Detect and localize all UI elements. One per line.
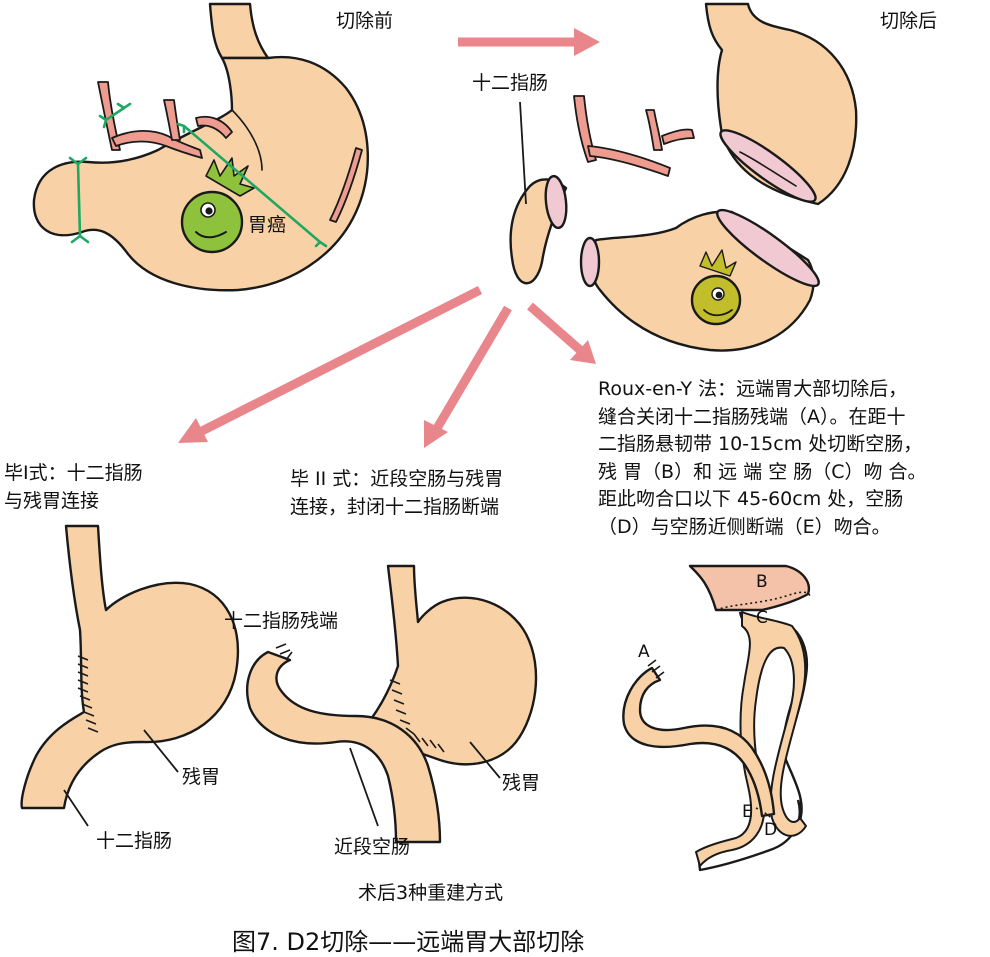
label-before-resection: 切除前	[336, 10, 394, 32]
label-roux-e: E	[742, 802, 753, 822]
gastric-cancer-tumor	[180, 157, 255, 254]
billroth2-description: 毕 II 式：近段空肠与残胃 连接，封闭十二指肠断端	[290, 468, 504, 518]
duodenum-cut-surface	[544, 174, 568, 230]
roux-anastomosis-de	[755, 807, 777, 827]
resection-lines	[68, 102, 328, 248]
arrow-head-billroth1	[178, 418, 208, 443]
arrow-head-right	[574, 28, 600, 56]
gastric-vessels-before	[97, 81, 363, 223]
label-roux-b: B	[756, 572, 768, 592]
roux-duodenal-limb	[622, 666, 776, 818]
figure-caption: 图7. D2切除——远端胃大部切除	[232, 928, 585, 956]
label-duodenum-top: 十二指肠	[472, 72, 549, 94]
roux-en-y-diagram	[622, 564, 811, 872]
roux-anastomosis-bc	[715, 591, 811, 611]
gastric-vessels-after	[573, 95, 695, 177]
billroth1-organ	[20, 524, 240, 810]
billroth2-stomach	[358, 564, 538, 766]
label-roux-a: A	[638, 642, 650, 662]
label-roux-d: D	[764, 820, 778, 840]
duodenum-pointer	[519, 101, 527, 205]
roux-jejunum-fill	[695, 611, 807, 867]
label-b2-remnant-stomach: 残胃	[502, 772, 541, 794]
label-b1-duodenum: 十二指肠	[96, 830, 173, 852]
flow-arrows	[178, 28, 600, 448]
label-roux-c: C	[756, 608, 768, 628]
billroth2-diagram	[246, 564, 538, 844]
arrow-to-roux	[527, 302, 583, 354]
roux-remnant-stomach	[688, 564, 811, 612]
pylorus-cut-surface	[579, 236, 601, 288]
billroth2-sutures	[275, 643, 445, 753]
resected-tumor	[690, 249, 742, 326]
roux-en-y-description: Roux-en-Y 法：远端胃大部切除后， 缝合关闭十二指肠残端（A）。在距十 …	[598, 378, 927, 538]
subtitle-reconstruction: 术后3种重建方式	[358, 882, 504, 904]
esophagus-before	[208, 2, 270, 60]
arrow-head-roux	[570, 340, 596, 364]
arrow-head-billroth2	[424, 420, 448, 448]
billroth2-remnant-pointer	[469, 741, 501, 779]
billroth1-diagram	[20, 524, 240, 827]
label-b1-remnant-stomach: 残胃	[182, 766, 221, 788]
lesser-curvature-shade	[231, 109, 263, 171]
stomach-before	[32, 2, 369, 292]
stomach-body-before	[32, 55, 369, 292]
label-after-resection: 切除后	[880, 10, 938, 32]
roux-stump-suture	[647, 659, 665, 679]
arrow-to-billroth2	[432, 305, 512, 433]
label-b2-proximal-jejunum: 近段空肠	[334, 836, 411, 858]
label-b2-duodenal-stump: 十二指肠残端	[224, 610, 339, 632]
stomach-after	[509, 2, 858, 352]
billroth1-remnant-pointer	[143, 729, 179, 773]
billroth1-duodenum-pointer	[63, 789, 89, 827]
billroth2-jejunum-pointer	[349, 747, 379, 827]
billroth2-jejunum-loop	[246, 650, 442, 844]
arrow-to-billroth1	[197, 285, 483, 437]
resected-cut-surface	[716, 208, 820, 288]
billroth1-sutures	[77, 655, 99, 733]
label-gastric-cancer: 胃癌	[248, 214, 287, 236]
billroth1-description: 毕I式：十二指肠 与残胃连接	[4, 462, 143, 512]
